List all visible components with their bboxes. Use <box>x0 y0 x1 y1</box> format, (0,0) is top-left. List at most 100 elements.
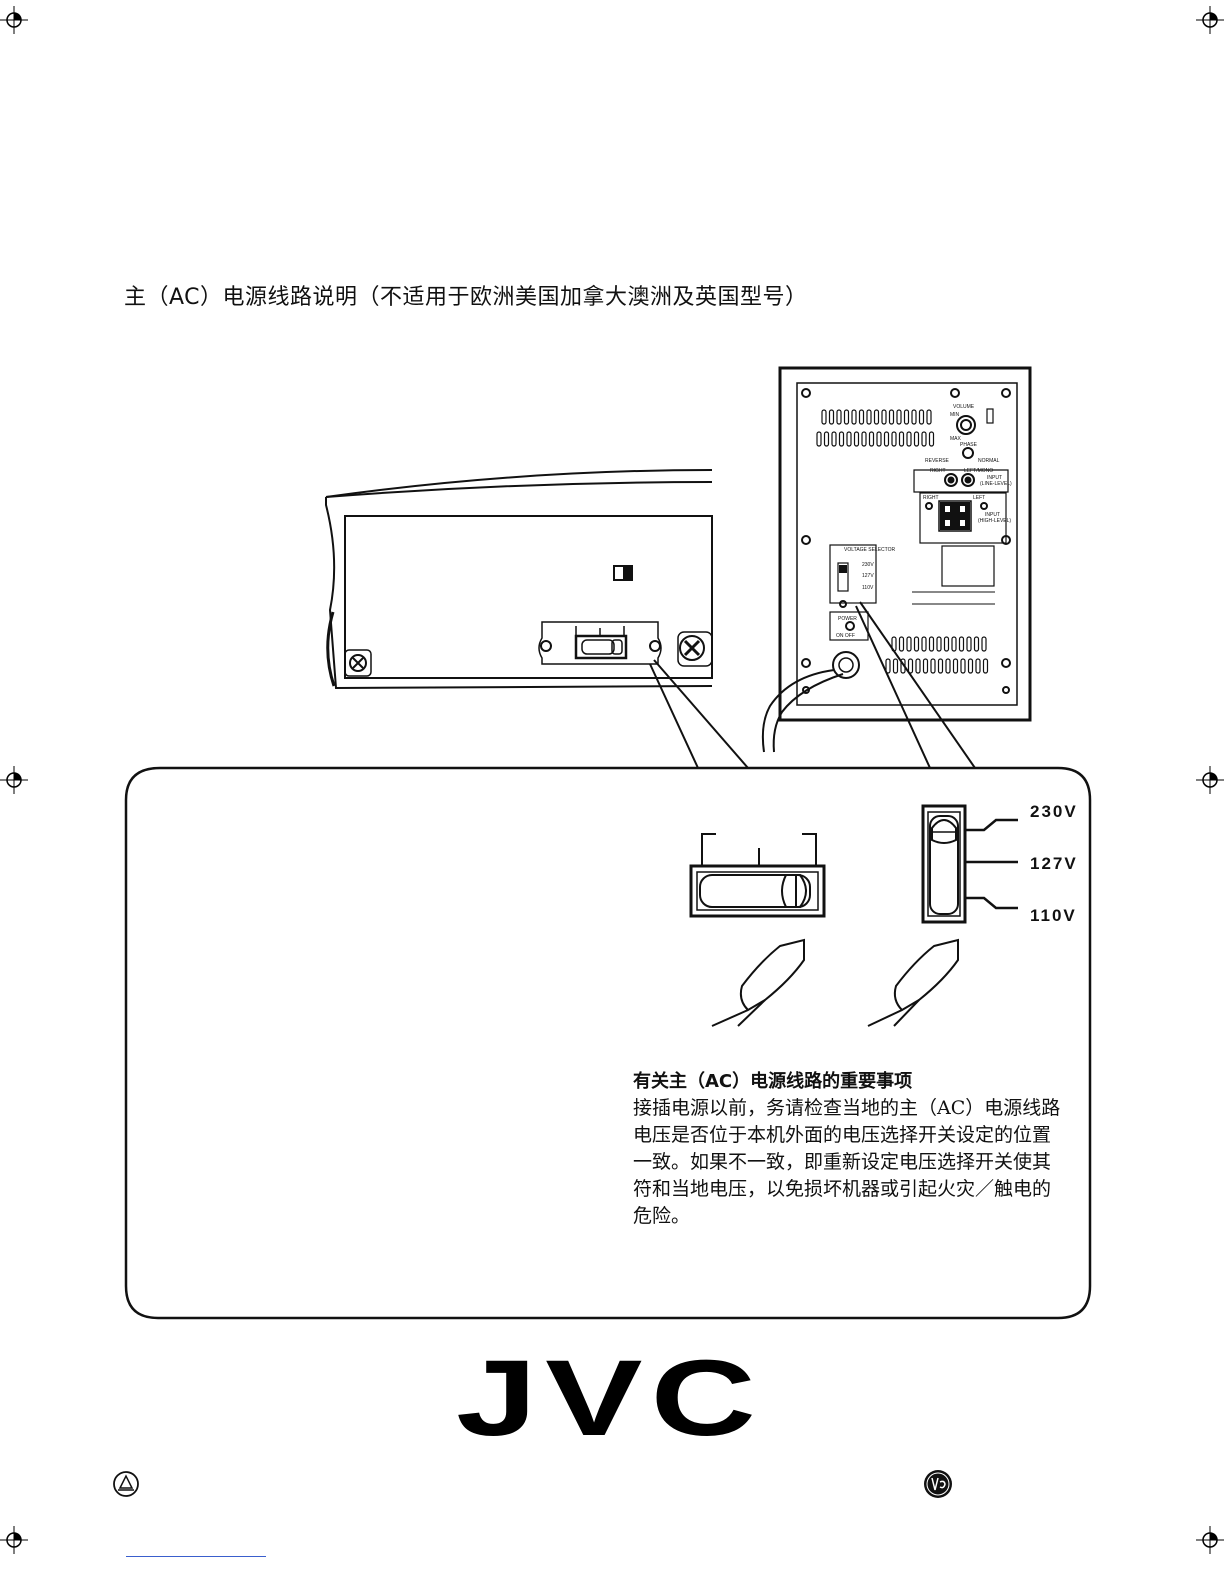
screwdriver-icon <box>711 938 805 1027</box>
registration-mark-icon <box>1196 1526 1224 1554</box>
vent-slot <box>982 658 989 674</box>
vent-slot <box>851 409 857 425</box>
panel-label-127v-small: 127V <box>862 573 874 579</box>
registration-mark-icon <box>0 766 28 794</box>
vent-slot <box>838 431 845 447</box>
vent-slot <box>952 658 959 674</box>
jvc-seal-icon <box>924 1470 952 1498</box>
panel-label-left-high: LEFT <box>973 495 985 501</box>
vent-slot <box>921 431 927 447</box>
panel-label-high-level: (HIGH-LEVEL) <box>978 518 1011 524</box>
registration-mark-icon <box>0 6 28 34</box>
vent-slot <box>831 431 837 447</box>
vent-slot <box>958 636 965 652</box>
panel-label-min: MIN <box>950 412 960 418</box>
vent-slot <box>960 658 966 674</box>
voltage-label-127v: 127V <box>1030 854 1078 873</box>
vent-slot <box>966 636 972 652</box>
vent-slot <box>868 431 875 447</box>
vent-slot <box>896 409 902 425</box>
vent-slot <box>853 431 860 447</box>
vent-slot <box>975 658 981 674</box>
subwoofer-voltage-switch-enlarged <box>921 804 1018 924</box>
vent-slot <box>926 409 932 425</box>
main-unit-voltage-switch-enlarged <box>689 833 826 918</box>
vent-slot <box>907 658 914 674</box>
vent-slot <box>892 658 899 674</box>
vent-slot <box>873 409 880 425</box>
vent-slot <box>836 409 842 425</box>
vent-slot <box>915 658 921 674</box>
vent-slot <box>846 431 852 447</box>
vent-slot <box>973 636 980 652</box>
vent-slot <box>921 636 927 652</box>
vent-slot <box>930 658 936 674</box>
vent-slot <box>891 431 897 447</box>
vent-slot <box>928 431 935 447</box>
registration-mark-icon <box>1196 6 1224 34</box>
vent-slot <box>898 431 905 447</box>
panel-label-line-level: (LINE-LEVEL) <box>980 481 1012 487</box>
vent-slot <box>943 636 950 652</box>
vent-slot <box>928 636 935 652</box>
page-title: 主（AC）电源线路说明（不适用于欧洲美国加拿大澳洲及英国型号） <box>124 285 808 310</box>
callout-frame <box>124 766 1092 1320</box>
vent-slot <box>861 431 867 447</box>
footer-rule <box>126 1556 266 1557</box>
vent-slot <box>918 409 925 425</box>
panel-label-left-mono: LEFT/MONO <box>964 468 993 474</box>
panel-label-reverse: REVERSE <box>925 458 950 464</box>
vent-slot <box>903 409 910 425</box>
vent-slot <box>866 409 872 425</box>
panel-label-right-high: RIGHT <box>923 495 939 501</box>
vent-slot <box>858 409 865 425</box>
vent-slot <box>922 658 929 674</box>
panel-label-on-off: ON OFF <box>836 633 855 639</box>
vent-slot <box>898 636 905 652</box>
vent-slot <box>816 431 822 447</box>
panel-label-voltage-selector: VOLTAGE SELECTOR <box>844 547 896 553</box>
vent-slot <box>936 636 942 652</box>
panel-label-right: RIGHT <box>930 468 946 474</box>
subwoofer-rear-panel <box>761 366 1032 769</box>
vent-slot <box>937 658 944 674</box>
vent-slot <box>906 431 912 447</box>
voltage-label-110v: 110V <box>1030 906 1077 925</box>
panel-label-normal: NORMAL <box>978 458 1000 464</box>
vent-slot <box>823 431 830 447</box>
vent-slot <box>913 431 920 447</box>
notice-body: 接插电源以前，务请检查当地的主（AC）电源线路电压是否位于本机外面的电压选择开关… <box>633 1097 1061 1227</box>
vent-slot <box>951 636 957 652</box>
vent-slot <box>945 658 951 674</box>
vent-slot <box>828 409 835 425</box>
jvc-logo: JVC <box>456 1337 764 1458</box>
voltage-label-230v: 230V <box>1030 802 1078 821</box>
panel-label-power: POWER <box>838 616 857 622</box>
vent-slot <box>821 409 827 425</box>
vent-slot <box>888 409 895 425</box>
vent-slot <box>881 409 887 425</box>
vent-slot <box>981 636 987 652</box>
panel-label-max: MAX <box>950 436 962 442</box>
panel-label-phase: PHASE <box>960 442 978 448</box>
vent-slot <box>843 409 850 425</box>
main-unit-rear <box>325 469 749 769</box>
panel-label-110v-small: 110V <box>862 585 874 591</box>
notice-heading: 有关主（AC）电源线路的重要事项 <box>633 1071 913 1092</box>
vent-slot <box>906 636 912 652</box>
vent-slot <box>967 658 974 674</box>
vent-slot <box>913 636 920 652</box>
panel-label-input-line: INPUT <box>987 475 1002 481</box>
recycle-mark-icon <box>113 1471 139 1497</box>
vent-slot <box>876 431 882 447</box>
registration-mark-icon <box>1196 766 1224 794</box>
panel-label-volume: VOLUME <box>953 404 975 410</box>
vent-slot <box>885 658 891 674</box>
vent-slot <box>911 409 917 425</box>
screwdriver-icon <box>867 938 959 1027</box>
registration-mark-icon <box>0 1526 28 1554</box>
vent-slot <box>883 431 890 447</box>
panel-label-230v-small: 230V <box>862 562 874 568</box>
important-notice: 有关主（AC）电源线路的重要事项 接插电源以前，务请检查当地的主（AC）电源线路… <box>633 1068 1063 1230</box>
